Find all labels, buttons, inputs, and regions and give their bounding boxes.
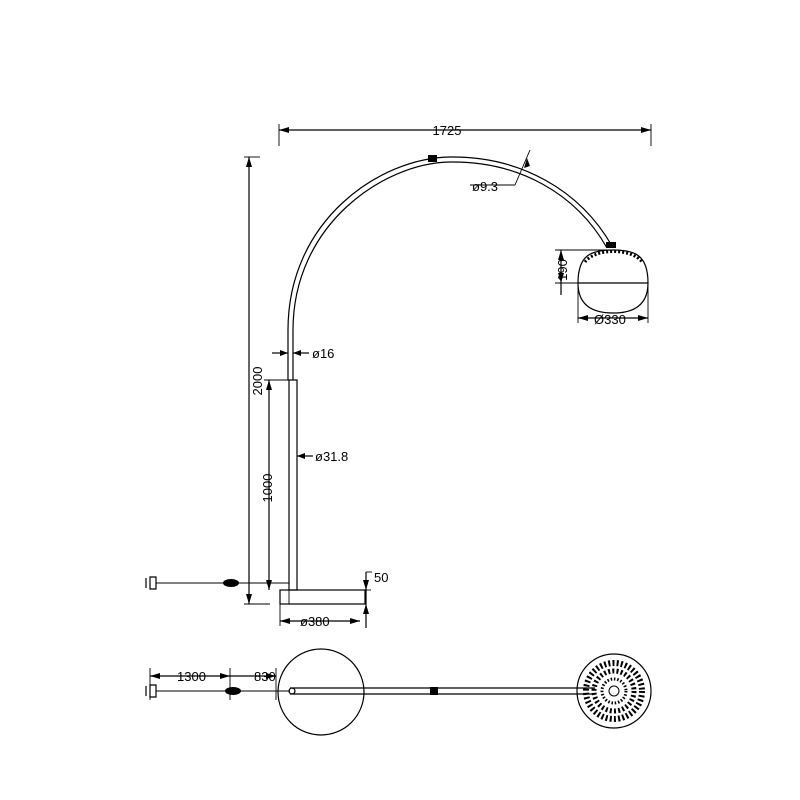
switch-distance-dimension: 830 bbox=[230, 668, 277, 700]
arm-joint bbox=[428, 155, 437, 162]
top-plug-icon bbox=[145, 684, 157, 698]
side-view: 1725 2000 1000 bbox=[145, 123, 652, 629]
top-arm-joint bbox=[430, 687, 438, 695]
lamp-shade bbox=[577, 242, 649, 314]
power-cable bbox=[145, 576, 289, 590]
upper-tube-diameter-label: ø16 bbox=[312, 346, 334, 361]
switch-distance-label: 830 bbox=[254, 669, 276, 684]
plug-icon bbox=[145, 576, 157, 590]
base-diameter-label: ø380 bbox=[300, 614, 330, 629]
shade-diameter-dimension: Ø330 bbox=[577, 283, 649, 327]
inline-switch-icon bbox=[223, 579, 239, 587]
arc-arm bbox=[287, 155, 613, 380]
height-dimension: 2000 bbox=[244, 156, 270, 605]
top-view: 1300 830 bbox=[145, 648, 652, 736]
lamp-base bbox=[279, 589, 366, 605]
shade-height-dimension: 190 bbox=[555, 249, 610, 295]
top-power-cable bbox=[145, 684, 290, 698]
width-label: 1725 bbox=[433, 123, 462, 138]
cable-length-dimension: 1300 bbox=[149, 668, 231, 700]
top-inline-switch-icon bbox=[225, 687, 241, 695]
cable-length-label: 1300 bbox=[177, 669, 206, 684]
shade-height-label: 190 bbox=[555, 259, 570, 281]
base-height-label: 50 bbox=[374, 570, 388, 585]
pole-diameter-dimension: ø31.8 bbox=[297, 449, 348, 464]
arm-diameter-label: ø9.3 bbox=[472, 179, 498, 194]
upper-tube-diameter-dimension: ø16 bbox=[272, 346, 334, 361]
base-diameter-dimension: ø380 bbox=[279, 604, 360, 629]
shade-top-view bbox=[576, 653, 652, 729]
arm-diameter-callout: ø9.3 bbox=[470, 149, 531, 194]
base-top-circle bbox=[277, 648, 365, 736]
main-pole bbox=[288, 379, 298, 591]
shade-diameter-label: Ø330 bbox=[594, 312, 626, 327]
height-label: 2000 bbox=[250, 367, 265, 396]
pole-diameter-label: ø31.8 bbox=[315, 449, 348, 464]
width-dimension: 1725 bbox=[278, 123, 652, 146]
base-height-dimension: 50 bbox=[363, 570, 388, 628]
pole-height-label: 1000 bbox=[260, 474, 275, 503]
pole-height-dimension: 1000 bbox=[260, 379, 289, 590]
